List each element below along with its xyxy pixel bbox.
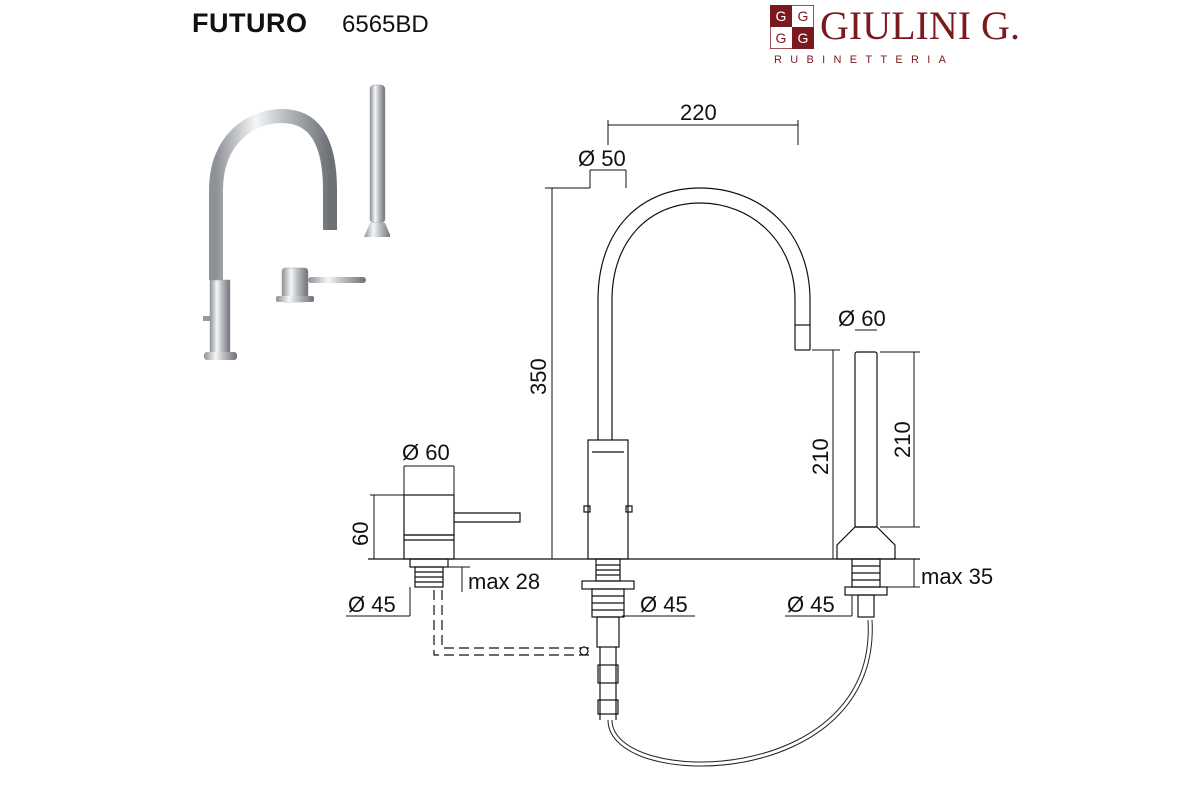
handshower-outline — [836, 351, 896, 618]
dim-spout-diameter: Ø 50 — [578, 146, 626, 171]
dim-handshower-length: 210 — [890, 421, 915, 458]
dim-mixer-hole: Ø 45 — [348, 592, 396, 617]
handshower-photo-icon — [364, 84, 390, 237]
brand-logo-icon: G G G G — [770, 5, 814, 49]
dim-shower-hole: Ø 45 — [787, 592, 835, 617]
spout-outline — [583, 187, 811, 560]
brand-name: GIULINI G. — [820, 3, 1020, 48]
supply-hoses — [433, 590, 873, 767]
spout-photo-icon — [203, 108, 337, 360]
mixer-outline — [403, 494, 521, 588]
dim-mixer-max-deck: max 28 — [468, 569, 540, 594]
dim-spout-height: 350 — [526, 358, 551, 395]
mixer-photo-icon — [276, 267, 366, 303]
dim-shower-max-deck: max 35 — [921, 564, 993, 589]
logo-letter-3: G — [776, 30, 787, 46]
dim-mixer-height: 60 — [348, 522, 373, 546]
dim-spout-hole: Ø 45 — [640, 592, 688, 617]
brand-subtitle: RUBINETTERIA — [774, 54, 955, 66]
product-name: FUTURO — [192, 8, 308, 38]
dim-spout-reach: 220 — [680, 100, 717, 125]
logo-letter-1: G — [776, 8, 787, 24]
product-photo — [203, 84, 390, 360]
product-code: 6565BD — [342, 11, 429, 38]
dim-mixer-diameter: Ø 60 — [402, 440, 450, 465]
dim-handshower-diameter: Ø 60 — [838, 306, 886, 331]
dim-spout-outlet-height: 210 — [808, 438, 833, 475]
logo-letter-4: G — [798, 30, 809, 46]
spout-shank — [581, 558, 635, 720]
dimension-lines — [346, 120, 920, 617]
logo-letter-2: G — [798, 8, 809, 24]
